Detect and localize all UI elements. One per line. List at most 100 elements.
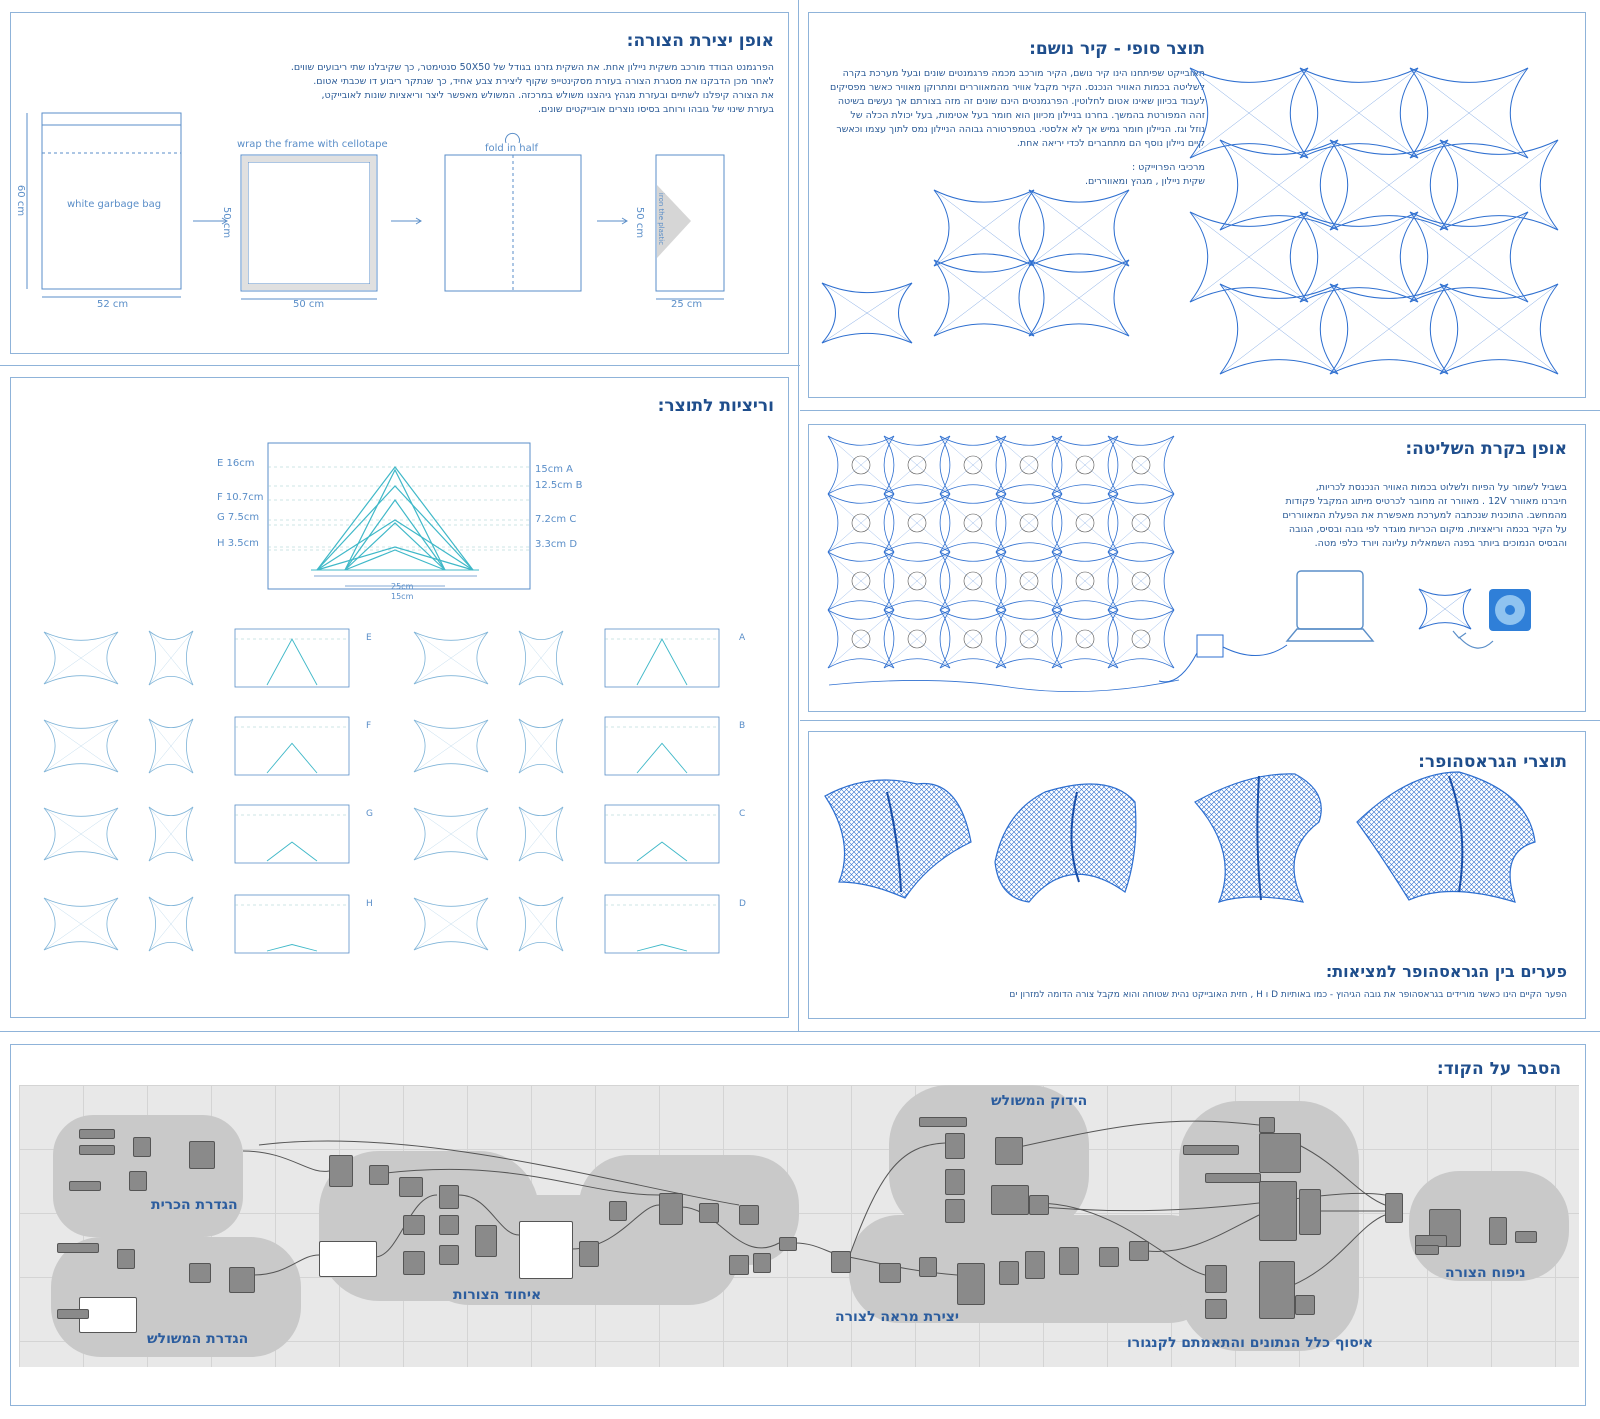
gh-component-node[interactable] — [1259, 1117, 1275, 1133]
variation-row-letter: C — [739, 809, 745, 819]
variation-template-frame — [604, 628, 720, 688]
gh-component-node[interactable] — [133, 1137, 151, 1157]
gh-component-node[interactable] — [57, 1243, 99, 1253]
bag-label: white garbage bag — [67, 199, 162, 210]
control-text: בשביל לשמור על הפיוח ולשלוט בכמות האוויר… — [1247, 481, 1567, 551]
gh-component-node[interactable] — [1205, 1299, 1227, 1319]
switch-board-icon — [1196, 634, 1224, 658]
gh-component-node[interactable] — [1259, 1261, 1295, 1319]
gh-component-node[interactable] — [1205, 1173, 1261, 1183]
variation-triangle — [316, 466, 474, 571]
gh-component-node[interactable] — [475, 1225, 497, 1257]
gh-component-node[interactable] — [1129, 1241, 1149, 1261]
variation-template-frame — [234, 804, 350, 864]
fan-icon — [1075, 513, 1095, 533]
gh-component-node[interactable] — [439, 1215, 459, 1235]
gh-component-node[interactable] — [831, 1251, 851, 1273]
gh-component-node[interactable] — [117, 1249, 135, 1269]
gh-component-node[interactable] — [329, 1155, 353, 1187]
gh-component-node[interactable] — [879, 1263, 901, 1283]
gh-component-node[interactable] — [699, 1203, 719, 1223]
code-wires — [242, 1120, 1386, 1286]
gh-component-node[interactable] — [1385, 1193, 1403, 1223]
gh-component-node[interactable] — [1489, 1217, 1507, 1245]
gh-component-node[interactable] — [319, 1241, 377, 1277]
fan-icon — [1075, 629, 1095, 649]
gh-component-node[interactable] — [1415, 1245, 1439, 1255]
gh-component-node[interactable] — [69, 1181, 101, 1191]
gh-component-node[interactable] — [79, 1145, 115, 1155]
gh-component-node[interactable] — [579, 1241, 599, 1267]
gh-component-node[interactable] — [403, 1215, 425, 1235]
making-title: אופן יצירת הצורה: — [626, 31, 774, 51]
gh-component-node[interactable] — [957, 1263, 985, 1305]
gh-component-node[interactable] — [999, 1261, 1019, 1285]
fan-icon — [963, 571, 983, 591]
gh-component-node[interactable] — [991, 1185, 1029, 1215]
gh-component-node[interactable] — [439, 1245, 459, 1265]
variation-row-letter: D — [739, 899, 746, 909]
var-right-label: 7.2cm C — [535, 514, 577, 525]
gh-component-node[interactable] — [995, 1137, 1023, 1165]
gh-component-node[interactable] — [1025, 1251, 1045, 1279]
gh-component-node[interactable] — [439, 1185, 459, 1209]
variation-template-frame — [234, 716, 350, 776]
gh-wire — [1292, 1214, 1386, 1286]
gh-component-node[interactable] — [1183, 1145, 1239, 1155]
gh-wire — [1018, 1120, 1260, 1148]
variation-triangle — [344, 549, 446, 571]
gh-component-node[interactable] — [229, 1267, 255, 1293]
var-base-25-label: 25cm — [391, 582, 414, 591]
gh-component-node[interactable] — [919, 1117, 967, 1127]
gh-component-node[interactable] — [519, 1221, 573, 1279]
gh-component-node[interactable] — [1029, 1195, 1049, 1215]
gh-wire — [242, 1150, 330, 1172]
gh-component-node[interactable] — [945, 1169, 965, 1195]
gh-component-node[interactable] — [779, 1237, 797, 1251]
gh-component-node[interactable] — [945, 1199, 965, 1223]
final-text-line: זהה המפורטת בהמשך. בחרנו בניילון מכיוון … — [850, 110, 1205, 121]
gh-component-node[interactable] — [729, 1255, 749, 1275]
variation-triangle — [316, 519, 474, 571]
gh-component-node[interactable] — [189, 1141, 215, 1169]
gh-component-node[interactable] — [1059, 1247, 1079, 1275]
gh-component-node[interactable] — [57, 1309, 89, 1319]
gh-component-node[interactable] — [1259, 1181, 1297, 1241]
gh-wire — [848, 1256, 958, 1276]
gh-component-node[interactable] — [945, 1133, 965, 1159]
variation-template-frame — [234, 894, 350, 954]
group-label-triangle: הגדרת המשולש — [147, 1331, 249, 1347]
fan-icon — [1131, 571, 1151, 591]
gh-component-node[interactable] — [399, 1177, 423, 1197]
gh-component-node[interactable] — [403, 1251, 425, 1275]
gh-component-node[interactable] — [79, 1297, 137, 1333]
gh-component-node[interactable] — [1515, 1231, 1537, 1243]
gh-component-node[interactable] — [1205, 1265, 1227, 1293]
fan-icon — [1019, 513, 1039, 533]
making-text-line: לאחר מכן הדבקנו את מסגרת הצורה בעזרת מסק… — [313, 76, 774, 87]
control-title: אופן בקרת השליטה: — [1405, 439, 1567, 459]
gh-component-node[interactable] — [1259, 1133, 1301, 1173]
gh-component-node[interactable] — [129, 1171, 147, 1191]
gh-component-node[interactable] — [753, 1253, 771, 1273]
gh-component-node[interactable] — [369, 1165, 389, 1185]
variation-chart-frame — [267, 442, 531, 590]
dim-60-label: 60 cm — [15, 184, 27, 217]
gh-component-node[interactable] — [1295, 1295, 1315, 1315]
gh-component-node[interactable] — [919, 1257, 937, 1277]
variation-row-letter: A — [739, 633, 746, 643]
fan-icon — [963, 513, 983, 533]
control-text-line: בשביל לשמור על הפיוח ולשלוט בכמות האוויר… — [1315, 482, 1567, 493]
variation-row-letter: F — [366, 721, 371, 731]
fan-icon — [1019, 629, 1039, 649]
gh-component-node[interactable] — [79, 1129, 115, 1139]
gh-wire — [680, 1206, 780, 1249]
gh-component-node[interactable] — [189, 1263, 211, 1283]
gh-component-node[interactable] — [1299, 1189, 1321, 1235]
gh-component-node[interactable] — [659, 1193, 683, 1225]
gh-component-node[interactable] — [609, 1201, 627, 1221]
laptop-icon — [1296, 570, 1364, 630]
gh-component-node[interactable] — [739, 1205, 759, 1225]
gh-component-node[interactable] — [1099, 1247, 1119, 1267]
